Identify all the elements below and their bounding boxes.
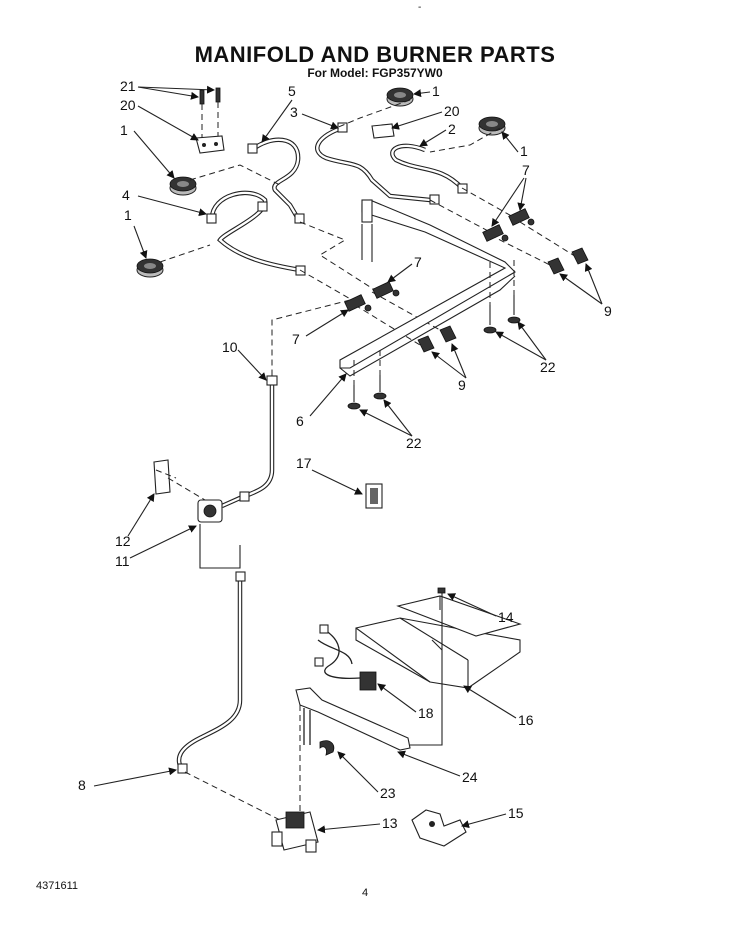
- shield-part-14: [396, 587, 522, 640]
- valve-part-7-c: [482, 224, 509, 242]
- callout-23: 23: [380, 785, 396, 801]
- callout-7-left: 7: [292, 331, 300, 347]
- callout-2: 2: [448, 121, 456, 137]
- bracket-part-12: [153, 459, 206, 501]
- callout-3: 3: [290, 104, 298, 120]
- callout-6: 6: [296, 413, 304, 429]
- callout-9-center: 9: [458, 377, 466, 393]
- callout-11: 11: [115, 553, 130, 569]
- callout-24: 24: [462, 769, 478, 785]
- screw-part-22-right: [483, 260, 521, 334]
- clip-part-23: [319, 740, 335, 756]
- orifice-part-9-b: [547, 247, 589, 275]
- callout-1-right: 1: [520, 143, 528, 159]
- diagram-title: MANIFOLD AND BURNER PARTS: [194, 42, 556, 67]
- manifold-pipe-part-6: [339, 199, 516, 377]
- callout-22-left: 22: [406, 435, 422, 451]
- callout-1-left-upper: 1: [120, 122, 128, 138]
- igniter-bracket-part-24: [295, 687, 411, 815]
- callout-15: 15: [508, 805, 524, 821]
- page-number: 4: [362, 887, 369, 899]
- screw-part-22-left: [347, 350, 387, 410]
- valve-part-7-b: [344, 294, 372, 312]
- callout-1-left-lower: 1: [124, 207, 132, 223]
- burner-cap-left-upper: [169, 176, 197, 196]
- callout-1-rear: 1: [432, 83, 440, 99]
- callout-17: 17: [296, 455, 312, 471]
- callout-20-left: 20: [120, 97, 136, 113]
- callout-13: 13: [382, 815, 398, 831]
- callout-14: 14: [498, 609, 514, 625]
- burner-cap-left-lower: [136, 258, 164, 278]
- regulator-part-11: [197, 499, 223, 523]
- valve-part-7-a: [372, 281, 400, 299]
- callout-9-right: 9: [604, 303, 612, 319]
- valve-part-7-d: [508, 208, 535, 226]
- callout-22-right: 22: [540, 359, 556, 375]
- bracket-part-20-left: [195, 135, 225, 154]
- orifice-part-9-a: [417, 325, 457, 353]
- model-subtitle: For Model: FGP357YW0: [307, 66, 443, 80]
- burner-cap-rear-center: [386, 87, 414, 107]
- wire-harness-part-18: [314, 624, 377, 691]
- callout-8: 8: [78, 777, 86, 793]
- valve-part-13: [271, 811, 319, 853]
- callout-12: 12: [115, 533, 131, 549]
- document-number: 4371611: [36, 880, 79, 892]
- callout-16: 16: [518, 712, 534, 728]
- burner-tube-part-5: [247, 137, 305, 224]
- callout-10: 10: [222, 339, 238, 355]
- callout-4: 4: [122, 187, 130, 203]
- callout-5: 5: [288, 83, 296, 99]
- block-part-17: [365, 483, 383, 509]
- callout-18: 18: [418, 705, 434, 721]
- callout-21: 21: [120, 78, 136, 94]
- callout-7-right: 7: [522, 162, 530, 178]
- gas-tube-part-8: [176, 571, 246, 774]
- callout-7-center: 7: [414, 254, 422, 270]
- bracket-part-15: [411, 809, 467, 847]
- burner-tube-part-2: [390, 143, 468, 194]
- top-mark: -: [418, 2, 422, 13]
- leader-arrows: [93, 85, 603, 834]
- gas-tube-part-10: [221, 375, 278, 509]
- bracket-part-20-right: [371, 123, 395, 139]
- callout-20-right: 20: [444, 103, 460, 119]
- burner-cap-right: [478, 116, 506, 136]
- screw-part-21: [199, 87, 221, 138]
